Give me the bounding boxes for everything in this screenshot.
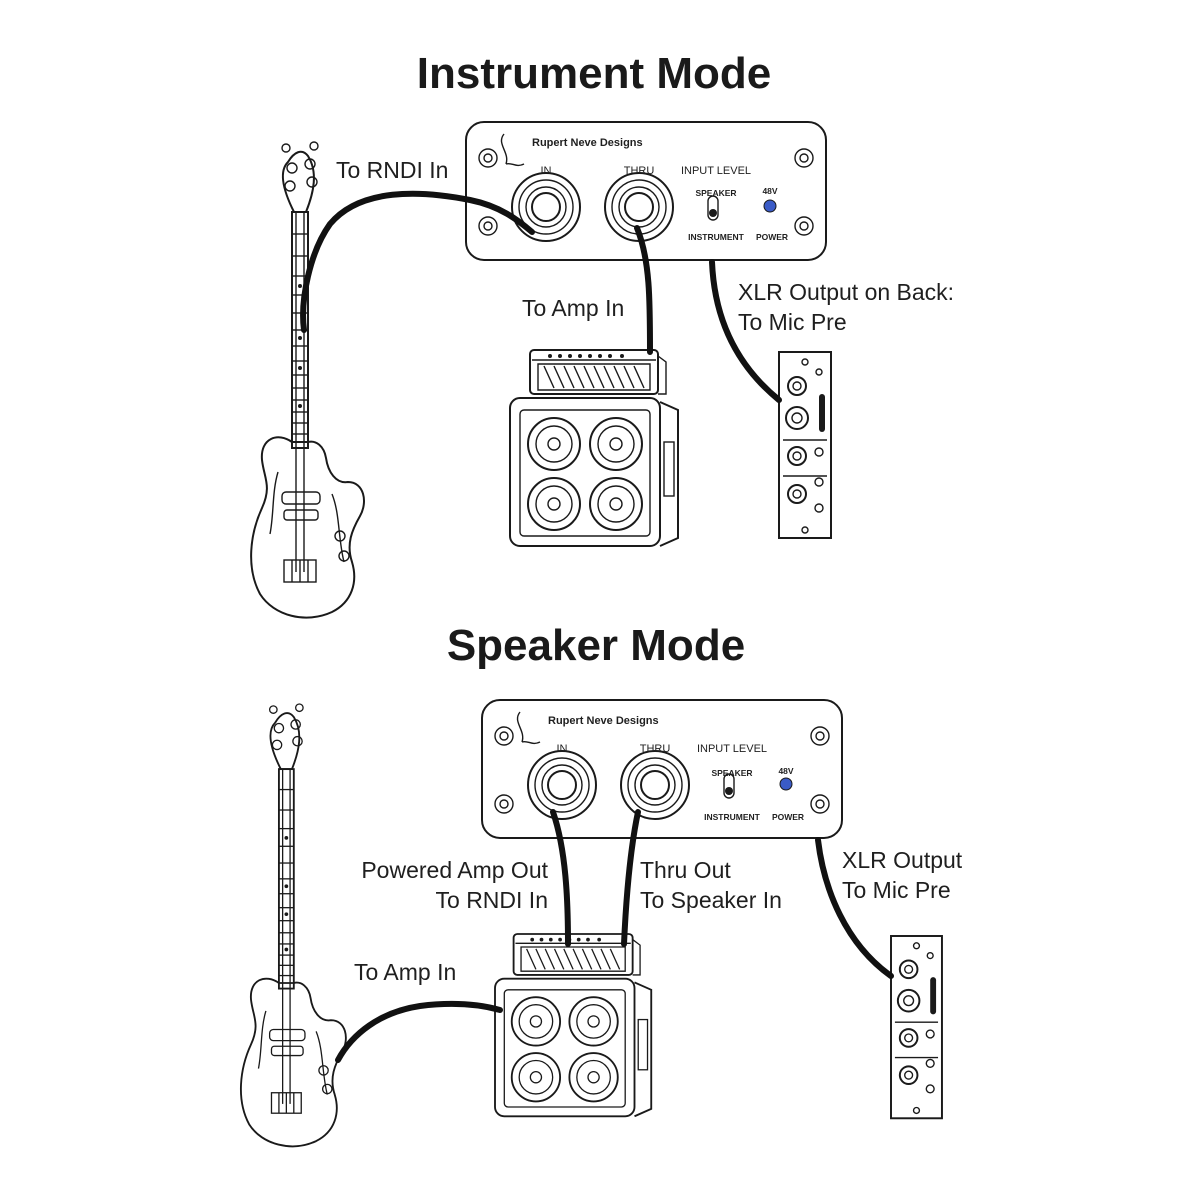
guitar-amp-icon	[494, 933, 653, 1118]
mic-preamp-module-icon	[890, 935, 943, 1120]
in-jack-label: IN	[557, 743, 568, 755]
powered-amp-out-label-line1: Powered Amp Out	[361, 857, 548, 883]
speaker-mode-title: Speaker Mode	[447, 621, 745, 670]
cable-icon	[300, 190, 535, 333]
guitar-amp-icon	[509, 349, 679, 547]
speaker-mode-section: Speaker Mode Rupert Neve Designs IN THRU…	[239, 621, 963, 1148]
cable-icon	[634, 225, 653, 355]
power-label: POWER	[756, 232, 788, 242]
powered-amp-out-label-line2: To RNDI In	[436, 887, 548, 913]
instrument-switch-label: INSTRUMENT	[688, 232, 745, 242]
to-rndi-in-label: To RNDI In	[336, 157, 448, 183]
cable-icon	[621, 809, 641, 947]
in-jack-label: IN	[541, 165, 552, 177]
to-amp-in-label: To Amp In	[522, 295, 624, 321]
to-amp-in-label: To Amp In	[354, 959, 456, 985]
bass-guitar-icon	[250, 141, 365, 619]
speaker-switch-label: SPEAKER	[711, 768, 752, 778]
input-level-label: INPUT LEVEL	[697, 743, 767, 755]
cable-icon	[709, 259, 782, 403]
speaker-switch-label: SPEAKER	[695, 188, 736, 198]
xlr-output-label-line2: To Mic Pre	[738, 309, 847, 335]
cable-icon	[550, 809, 571, 947]
xlr-output-label-line1: XLR Output on Back:	[738, 279, 954, 305]
instrument-switch-label: INSTRUMENT	[704, 812, 761, 822]
di-brand-label: Rupert Neve Designs	[532, 137, 643, 149]
phantom-label: 48V	[778, 766, 793, 776]
instrument-mode-section: Instrument Mode Rupert Neve Designs IN T…	[250, 49, 954, 619]
instrument-mode-title: Instrument Mode	[417, 49, 771, 98]
thru-jack-label: THRU	[624, 165, 655, 177]
cable-icon	[335, 1000, 503, 1063]
power-label: POWER	[772, 812, 804, 822]
di-box-icon: Rupert Neve Designs IN THRU INPUT LEVEL …	[465, 121, 827, 261]
cable-icon	[815, 837, 894, 979]
di-brand-label: Rupert Neve Designs	[548, 715, 659, 727]
thru-jack-label: THRU	[640, 743, 671, 755]
input-level-label: INPUT LEVEL	[681, 165, 751, 177]
phantom-label: 48V	[762, 186, 777, 196]
bass-guitar-icon	[239, 703, 347, 1148]
thru-out-label-line2: To Speaker In	[640, 887, 782, 913]
mic-preamp-module-icon	[778, 351, 832, 539]
di-box-icon: Rupert Neve Designs IN THRU INPUT LEVEL …	[481, 699, 843, 839]
thru-out-label-line1: Thru Out	[640, 857, 731, 883]
xlr-output-label-line1: XLR Output	[842, 847, 963, 873]
xlr-output-label-line2: To Mic Pre	[842, 877, 951, 903]
